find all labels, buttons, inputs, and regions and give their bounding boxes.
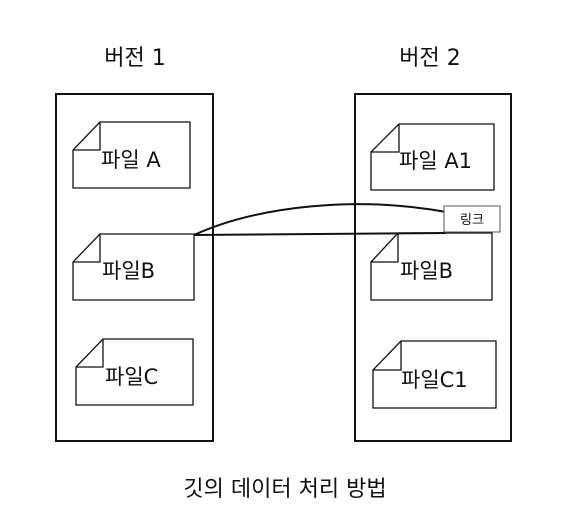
version-2-file-a1: 파일 A1 [370, 123, 495, 191]
link-line [193, 232, 447, 236]
file-icon [372, 340, 497, 409]
version-1-file-b: 파일B [72, 233, 195, 301]
version-1-box [55, 93, 214, 442]
file-icon [72, 121, 191, 189]
file-label: 파일C1 [401, 368, 468, 392]
version-1-heading: 버전 1 [104, 46, 165, 71]
version-2-file-c1: 파일C1 [372, 340, 497, 409]
file-label: 파일B [102, 259, 155, 283]
file-label: 파일 A [101, 148, 161, 172]
version-1-file-c: 파일C [75, 338, 194, 406]
file-icon [370, 232, 493, 301]
file-label: 파일B [400, 259, 453, 283]
file-icon [75, 338, 194, 406]
version-2-file-b: 파일B [370, 232, 493, 301]
version-2-box [354, 93, 512, 442]
file-icon [72, 233, 195, 301]
link-arc [193, 203, 447, 236]
file-icon [370, 123, 495, 191]
version-2-heading: 버전 2 [399, 46, 460, 71]
file-label: 파일 A1 [399, 149, 472, 173]
link-label: 링크 [460, 213, 484, 228]
diagram-caption: 깃의 데이터 처리 방법 [183, 477, 386, 502]
link-label-box [443, 205, 501, 233]
version-1-file-a: 파일 A [72, 121, 191, 189]
file-label: 파일C [105, 365, 158, 389]
